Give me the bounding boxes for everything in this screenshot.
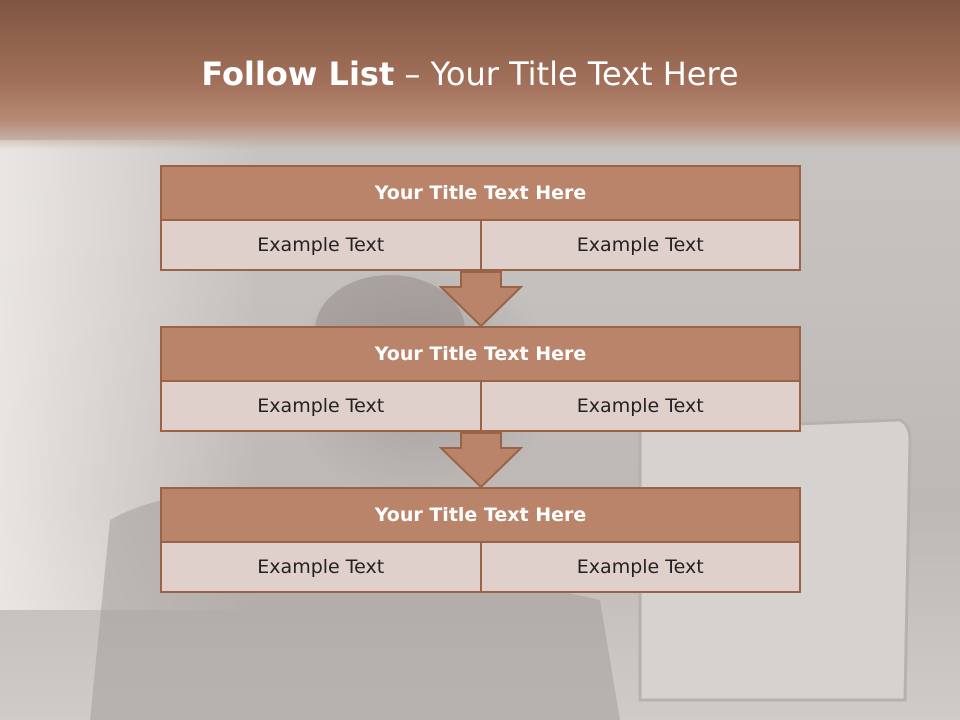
header-band (0, 0, 960, 150)
block-cell-right: Example Text (481, 382, 801, 432)
block-cell-left: Example Text (160, 221, 482, 271)
block-cell-left: Example Text (160, 543, 482, 593)
title-bold: Follow List (201, 55, 395, 93)
block-title: Your Title Text Here (160, 487, 801, 543)
block-2: Your Title Text Here Example Text Exampl… (160, 326, 801, 432)
block-title: Your Title Text Here (160, 326, 801, 382)
block-cell-left: Example Text (160, 382, 482, 432)
slide-title: Follow List – Your Title Text Here (0, 55, 940, 93)
down-arrow-icon (439, 432, 523, 488)
block-cell-right: Example Text (481, 221, 801, 271)
block-1: Your Title Text Here Example Text Exampl… (160, 165, 801, 271)
down-arrow-icon (439, 271, 523, 327)
block-title: Your Title Text Here (160, 165, 801, 221)
block-cell-right: Example Text (481, 543, 801, 593)
block-3: Your Title Text Here Example Text Exampl… (160, 487, 801, 593)
title-rest: – Your Title Text Here (404, 55, 739, 93)
